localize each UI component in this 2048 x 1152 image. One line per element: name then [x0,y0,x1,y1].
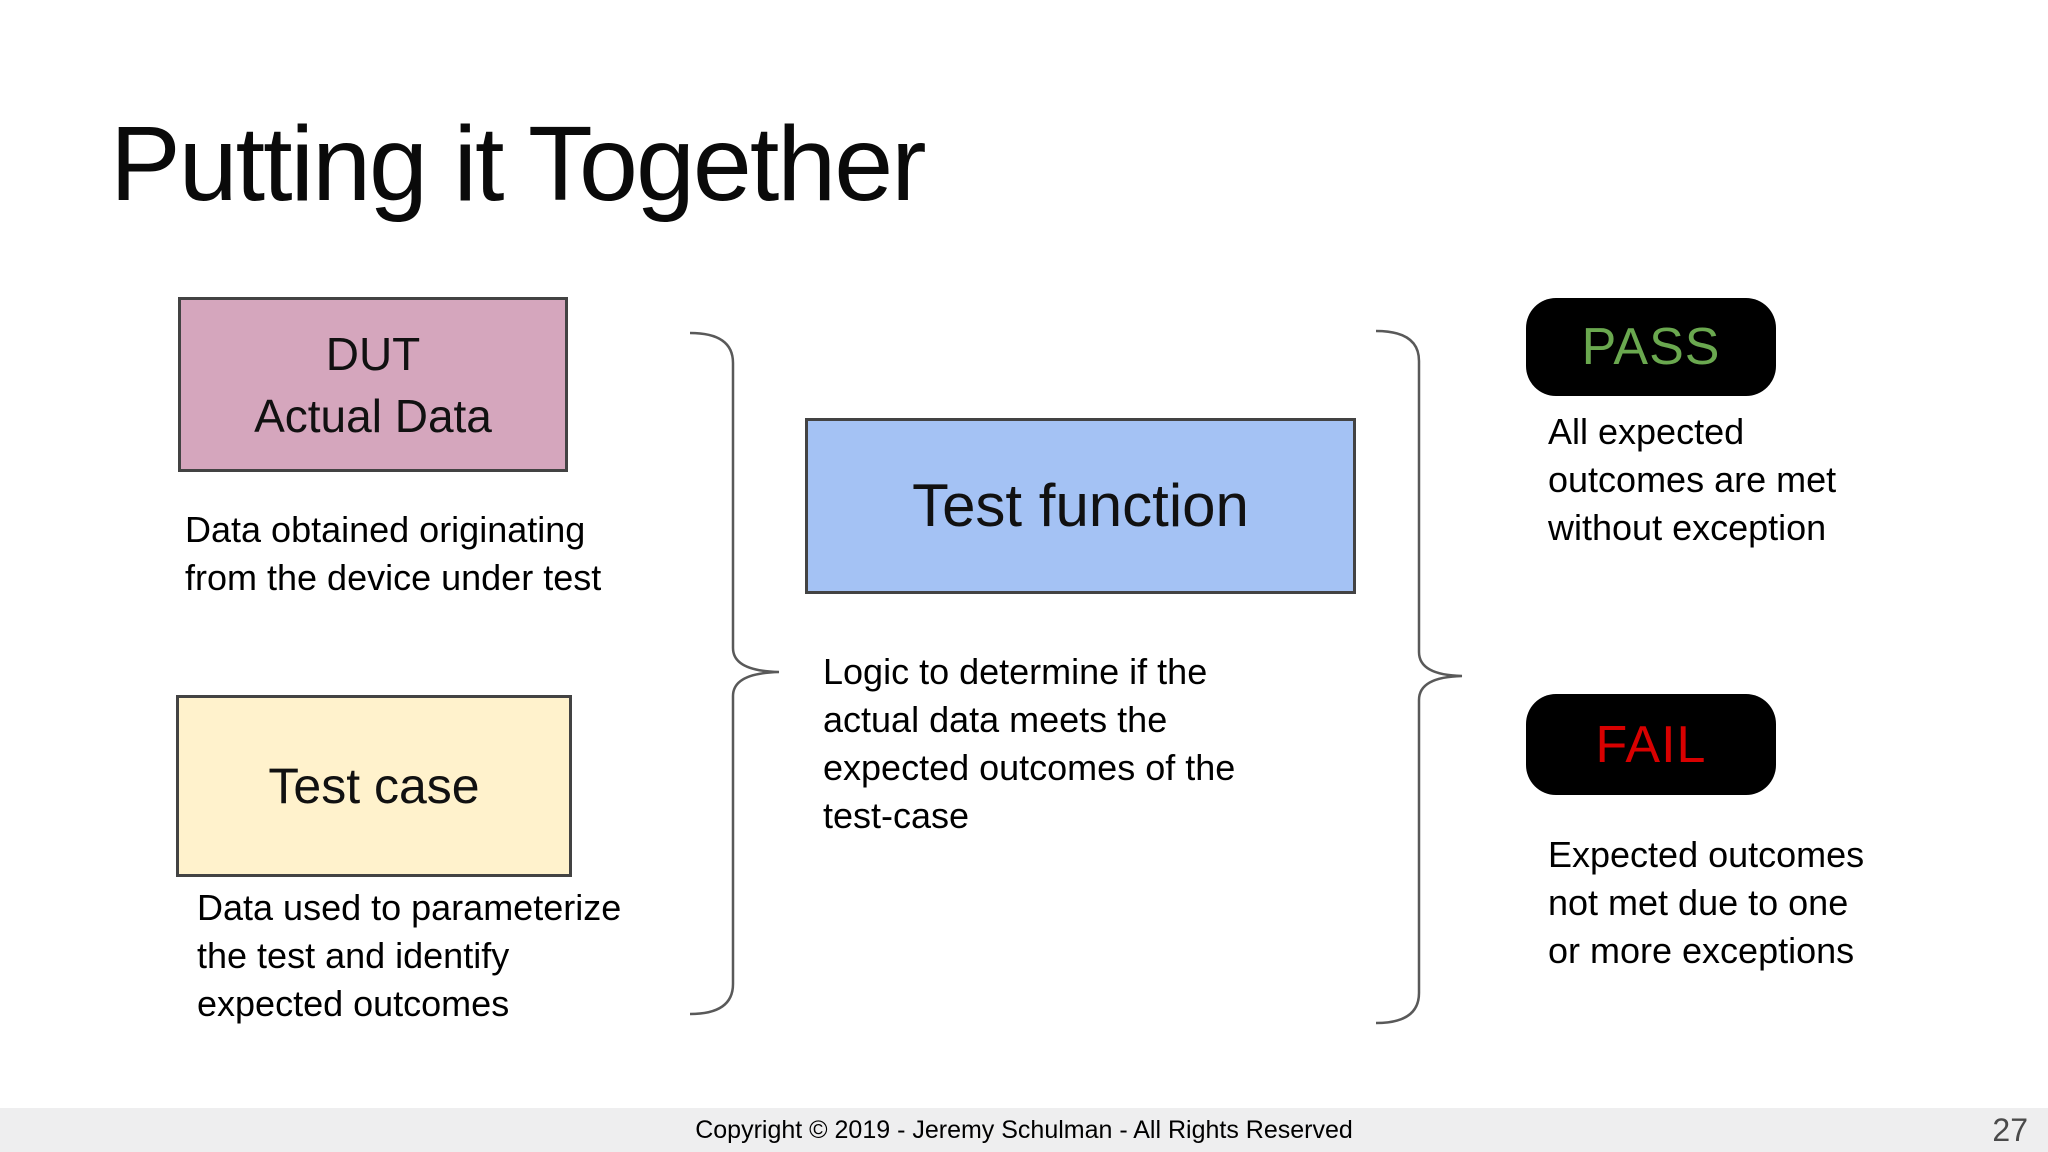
test-case-description-line2: the test and identify [197,935,510,976]
right-curly-brace [1375,329,1463,1025]
test-function-description-line3: expected outcomes of the [823,747,1236,788]
left-curly-brace [689,331,780,1016]
test-function-description-line4: test-case [823,795,970,836]
page-number: 27 [1992,1112,2028,1148]
test-case-description-line1: Data used to parameterize [197,887,622,928]
test-function-box-label: Test function [912,472,1249,539]
dut-box-label-line2: Actual Data [254,389,492,442]
dut-box-label-line1: DUT [325,327,421,380]
test-case-description-line3: expected outcomes [197,983,510,1024]
test-function-description-line1: Logic to determine if the [823,651,1208,692]
copyright-text: Copyright © 2019 - Jeremy Schulman - All… [695,1115,1353,1144]
test-case-box: Test case [176,695,572,877]
pass-description-line2: outcomes are met [1548,459,1837,500]
pass-badge-label: PASS [1581,318,1721,376]
fail-description-line1: Expected outcomes [1548,834,1865,875]
fail-badge: FAIL [1526,694,1776,795]
pass-badge: PASS [1526,298,1776,396]
test-function-description-line2: actual data meets the [823,699,1168,740]
test-case-box-label: Test case [268,758,480,814]
fail-description-line3: or more exceptions [1548,930,1855,971]
test-function-description: Logic to determine if the actual data me… [823,648,1235,840]
slide-title: Putting it Together [110,105,927,223]
dut-description-line1: Data obtained originating [185,509,586,550]
test-function-box: Test function [805,418,1356,594]
dut-description-line2: from the device under test [185,557,602,598]
dut-actual-data-box: DUT Actual Data [178,297,568,472]
fail-badge-label: FAIL [1595,715,1707,774]
fail-description: Expected outcomes not met due to one or … [1548,831,1864,975]
footer-bar: Copyright © 2019 - Jeremy Schulman - All… [0,1108,2048,1152]
pass-description-line1: All expected [1548,411,1745,452]
fail-description-line2: not met due to one [1548,882,1849,923]
test-case-description: Data used to parameterize the test and i… [197,884,621,1028]
pass-description-line3: without exception [1548,507,1827,548]
dut-description: Data obtained originating from the devic… [185,506,601,602]
pass-description: All expected outcomes are met without ex… [1548,408,1836,552]
